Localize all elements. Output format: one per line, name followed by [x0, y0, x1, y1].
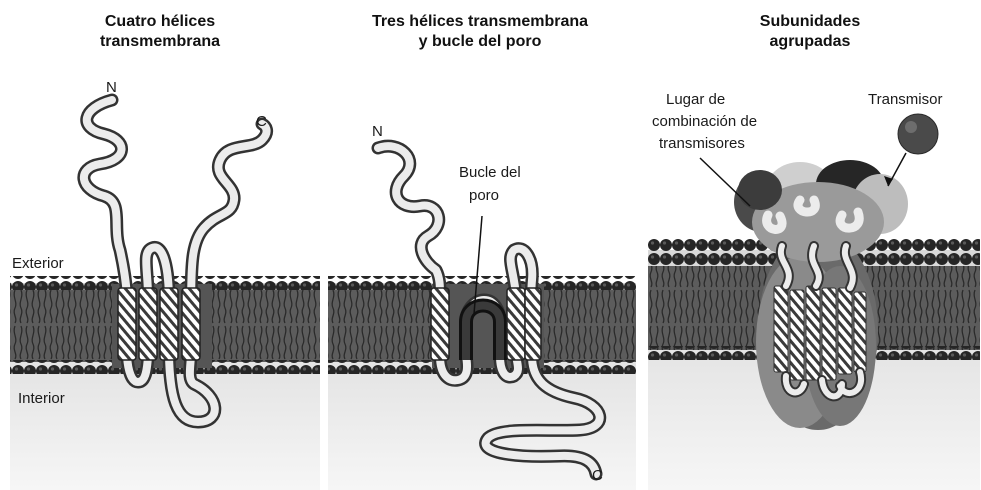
panel3-clustered-subunits: Lugar de combinación de transmisores Tra… — [648, 91, 980, 490]
binding-site-label-line1: Lugar de — [666, 91, 725, 108]
transmitter-label: Transmisor — [868, 91, 942, 108]
panel1-n-terminal-label: N — [106, 79, 117, 96]
panel2-membrane — [328, 276, 636, 374]
binding-site-label-line2: combinación de — [652, 113, 757, 130]
helix-3 — [160, 288, 178, 360]
pore-loop-label-line2: poro — [469, 187, 499, 204]
interior-label: Interior — [18, 390, 65, 407]
panel1-c-terminal-label: C — [256, 113, 267, 130]
panel2-n-terminal-label: N — [372, 123, 383, 140]
binding-site-label-line3: transmisores — [659, 135, 745, 152]
helix-5 — [838, 288, 852, 374]
panel3-helices — [774, 286, 866, 380]
transmitter-molecule — [898, 114, 938, 154]
helix-4 — [822, 288, 836, 380]
helix-2 — [507, 288, 525, 360]
panel2-c-terminal-label: C — [592, 467, 603, 484]
helix-2 — [139, 288, 157, 360]
helix-1 — [431, 288, 449, 360]
helix-1 — [118, 288, 136, 360]
binding-site — [738, 170, 782, 210]
helix-2 — [790, 290, 804, 380]
pore-loop-label-line1: Bucle del — [459, 164, 521, 181]
exterior-label: Exterior — [12, 255, 64, 272]
helix-3 — [806, 286, 820, 380]
helix-3 — [525, 288, 541, 360]
panel1-four-helices: N C Exterior Interior — [10, 79, 320, 490]
helix-4 — [182, 288, 200, 360]
helix-1 — [774, 286, 788, 372]
helix-6 — [854, 292, 866, 372]
panel2-three-helices-pore: N C Bucle del poro — [328, 123, 636, 490]
